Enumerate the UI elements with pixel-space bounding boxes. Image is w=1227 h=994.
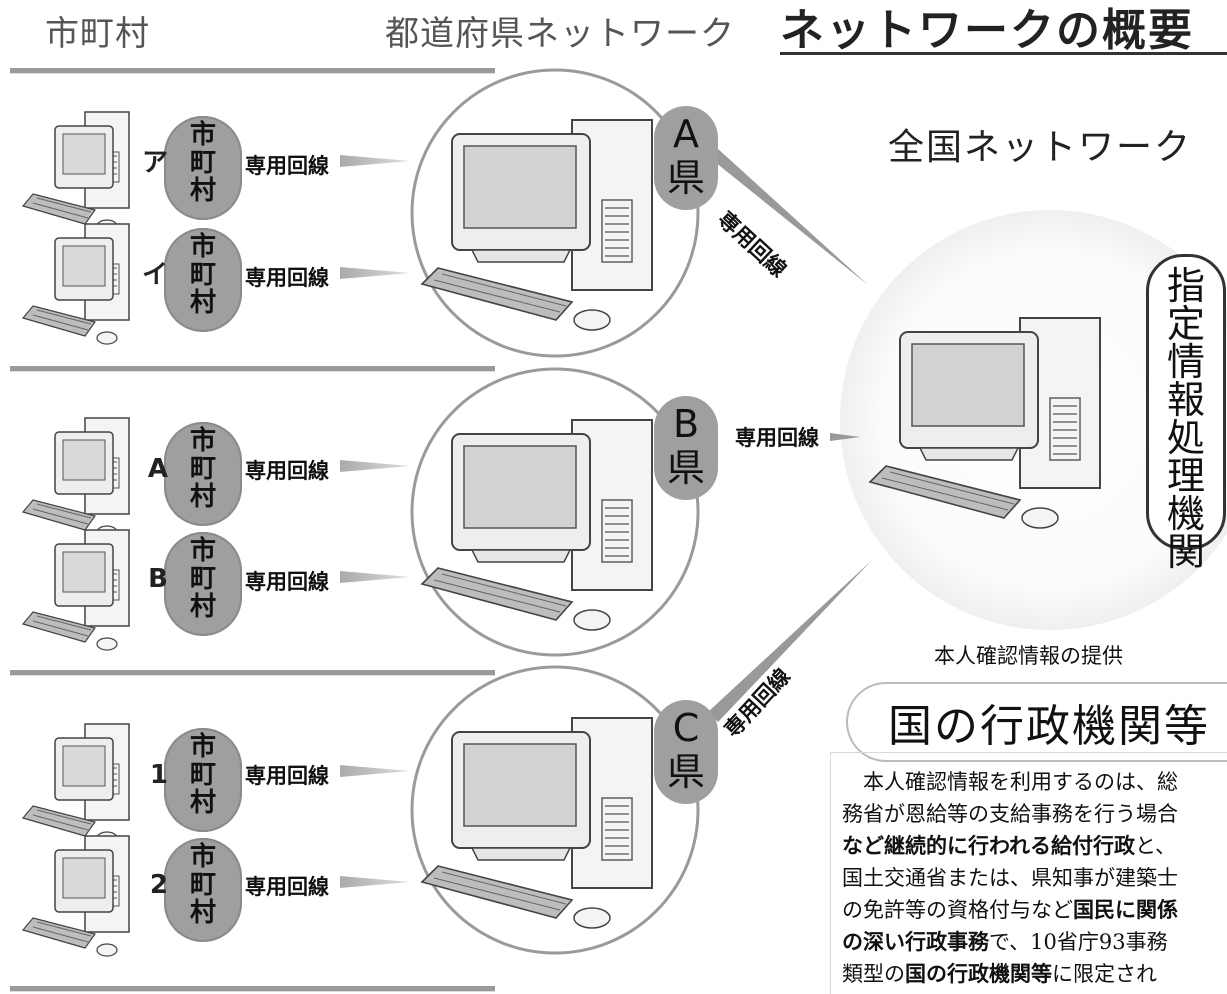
prefecture-badge-c: C 県 [654, 700, 718, 804]
separator [10, 68, 495, 74]
prefecture-a-line [700, 138, 868, 285]
municipality-badge-1: 市 町 村 1 [150, 728, 242, 832]
dedicated-line-label: 専用回線 [245, 459, 329, 483]
provision-label: 本人確認情報の提供 [934, 644, 1123, 668]
government-description-text: 国土交通省または、県知事が建築士 [842, 866, 1178, 890]
government-description-text: の免許等の資格付与など [842, 898, 1073, 922]
title-underline [780, 52, 1227, 55]
government-description-line: 国土交通省または、県知事が建築士 [842, 862, 1178, 894]
national-network-label: 全国ネットワーク [888, 127, 1193, 168]
prefecture-badge-b: B 県 [654, 396, 718, 500]
government-description-text: に限定され [1052, 962, 1157, 986]
government-description-text: の深い行政事務 [842, 929, 989, 954]
government-description-text: 国の行政機関等 [905, 961, 1052, 986]
prefecture-badge-a: A 県 [654, 106, 718, 210]
dedicated-line-label: 専用回線 [245, 570, 329, 594]
dedicated-line-label-b: 専用回線 [735, 426, 819, 450]
government-title-box [846, 682, 1227, 762]
dedicated-line-label: 専用回線 [245, 154, 329, 178]
dedicated-line-label: 専用回線 [245, 266, 329, 290]
municipality-badge-A: 市 町 村 A [148, 422, 242, 526]
government-text-box [830, 752, 1227, 994]
prefectural-network-header: 都道府県ネットワーク [385, 14, 735, 54]
municipality-wedges [340, 155, 410, 888]
page-title: ネットワークの概要 [780, 5, 1194, 56]
government-description-text: 務省が恩給等の支給事務を行う場合 [842, 802, 1178, 826]
prefecture-b-line [830, 433, 860, 441]
government-description-text: で、10省庁93事務 [989, 930, 1168, 954]
government-title: 国の行政機関等 [888, 701, 1210, 752]
government-description-line: 務省が恩給等の支給事務を行う場合 [842, 798, 1178, 830]
separator [10, 986, 495, 992]
government-description-text: と、 [1134, 834, 1177, 858]
municipality-badge-2: 市 町 村 2 [150, 838, 242, 942]
municipality-badge-a: 市 町 村 ア [142, 116, 242, 220]
government-description-line: など継続的に行われる給付行政と、 [842, 830, 1178, 862]
government-description: 本人確認情報を利用するのは、総務省が恩給等の支給事務を行う場合など継続的に行われ… [842, 766, 1178, 990]
government-description-text: 本人確認情報を利用するのは、総 [842, 770, 1178, 794]
municipality-badge-B: 市 町 村 B [148, 532, 242, 636]
separator [10, 670, 495, 676]
separator [10, 366, 495, 372]
prefecture-c-line [708, 560, 872, 722]
dedicated-line-label: 専用回線 [245, 875, 329, 899]
government-description-text: 類型の [842, 962, 905, 986]
government-description-line: 類型の国の行政機関等に限定され [842, 958, 1178, 990]
government-description-line: の免許等の資格付与など国民に関係 [842, 894, 1178, 926]
government-description-line: の深い行政事務で、10省庁93事務 [842, 926, 1178, 958]
municipality-header: 市町村 [45, 14, 150, 54]
government-description-text: 国民に関係 [1073, 897, 1178, 922]
government-description-line: 本人確認情報を利用するのは、総 [842, 766, 1178, 798]
government-description-text: など継続的に行われる給付行政 [842, 833, 1135, 858]
municipality-badge-i: 市 町 村 イ [142, 228, 242, 332]
designated-agency-badge: 指 定 情 報 処 理 機 関 [1146, 254, 1226, 571]
dedicated-line-label: 専用回線 [245, 764, 329, 788]
